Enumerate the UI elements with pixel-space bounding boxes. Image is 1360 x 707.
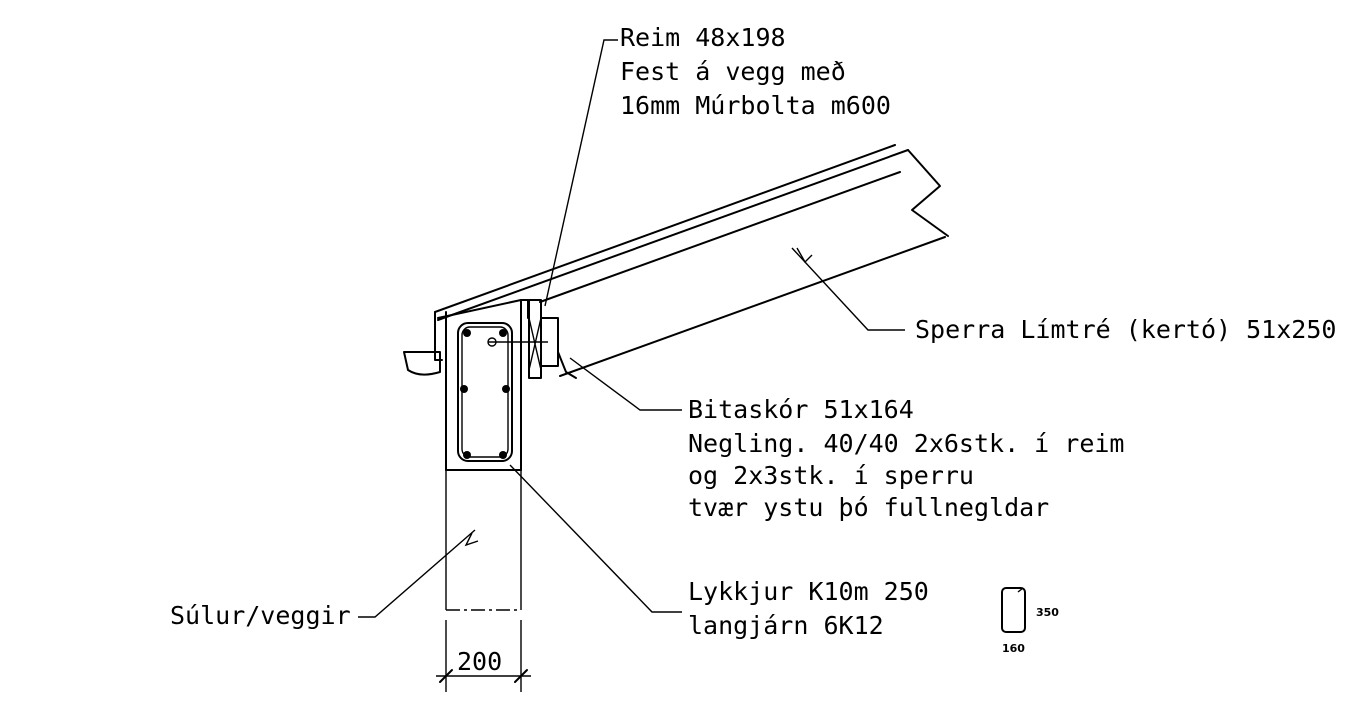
rafter-beam [434,144,949,377]
reim-label-line2: Fest á vegg með [620,57,846,86]
bitaskor-label-line3: og 2x3stk. í sperru [688,461,974,490]
reim-label-line1: Reim 48x198 [620,23,786,52]
bitaskor-label-line1: Bitaskór 51x164 [688,395,914,424]
wall-plate [434,299,559,379]
leader-lines [358,39,905,618]
reim-label-line3: 16mm Múrbolta m600 [620,91,891,120]
sulur-label: Súlur/veggir [170,601,351,630]
lykkjur-label-line1: Lykkjur K10m 250 [688,577,929,606]
bitaskor-label-line2: Negling. 40/40 2x6stk. í reim [688,429,1125,458]
lykkjur-label-line2: langjárn 6K12 [688,611,884,640]
gutter-profile [403,351,441,376]
rebar-stirrup [457,322,513,462]
dimension-label: 200 [457,647,502,676]
joist-hanger [487,337,577,379]
concrete-column [445,299,522,611]
dimension-200 [436,620,531,692]
bitaskor-label-line4: tvær ystu þó fullnegldar [688,493,1049,522]
sperra-label: Sperra Límtré (kertó) 51x250 [915,315,1336,344]
stirrup-legend [1001,587,1026,633]
stirrup-height-label: 350 [1036,606,1059,619]
stirrup-width-label: 160 [1002,642,1025,655]
